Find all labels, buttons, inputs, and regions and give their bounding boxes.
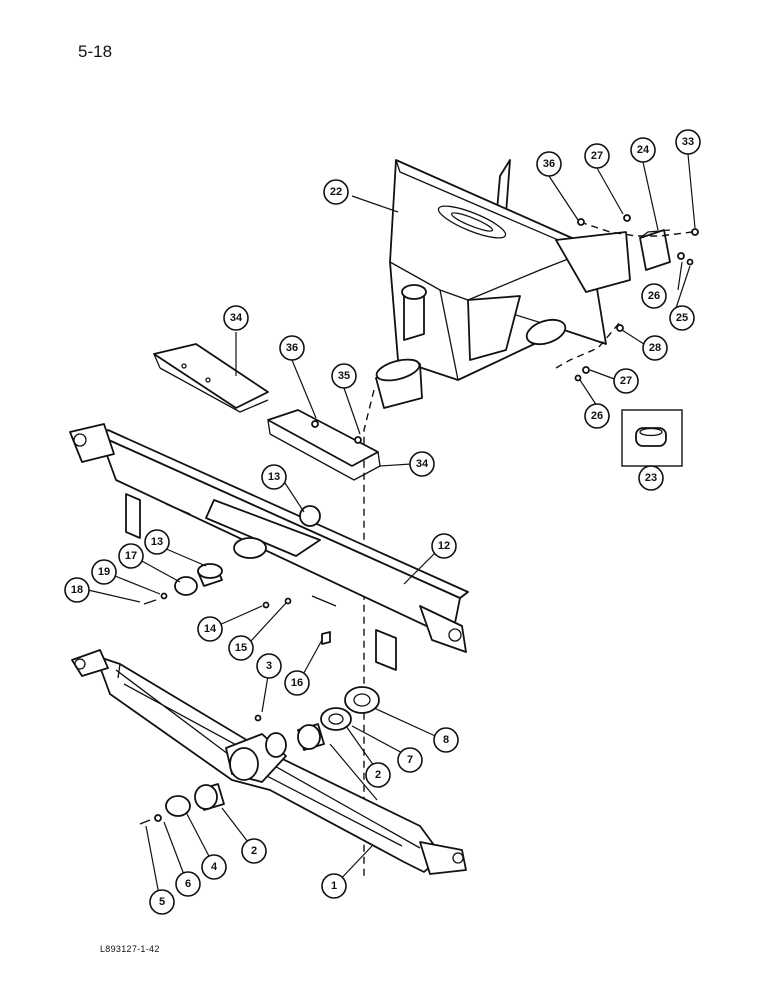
wear-pad-24 — [639, 229, 671, 271]
svg-text:13: 13 — [151, 536, 163, 548]
svg-text:1: 1 — [331, 880, 337, 892]
axle-1 — [71, 649, 467, 875]
callout-17[interactable]: 17 — [118, 543, 144, 569]
svg-text:36: 36 — [286, 342, 298, 354]
callout-8[interactable]: 8 — [433, 727, 459, 753]
callout-7[interactable]: 7 — [397, 747, 423, 773]
callout-25-lower[interactable]: 26 — [584, 403, 610, 429]
alignment-line-upper — [579, 221, 693, 237]
callout-24[interactable]: 24 — [630, 137, 656, 163]
svg-text:34: 34 — [416, 458, 429, 470]
svg-text:22: 22 — [330, 186, 342, 198]
svg-text:33: 33 — [682, 136, 694, 148]
callout-29[interactable]: 36 — [536, 151, 562, 177]
svg-text:35: 35 — [338, 370, 350, 382]
svg-text:12: 12 — [438, 540, 450, 552]
svg-text:28: 28 — [649, 342, 661, 354]
svg-text:24: 24 — [637, 144, 650, 156]
inset-box-23 — [621, 409, 683, 467]
callout-36[interactable]: 36 — [279, 335, 305, 361]
svg-text:16: 16 — [291, 677, 303, 689]
callout-16[interactable]: 16 — [284, 670, 310, 696]
svg-text:27: 27 — [620, 375, 632, 387]
callout-22[interactable]: 22 — [323, 179, 349, 205]
callout-27-lower[interactable]: 28 — [642, 335, 668, 361]
leader-lines — [87, 153, 696, 901]
svg-text:17: 17 — [125, 550, 137, 562]
callout-6[interactable]: 6 — [175, 871, 201, 897]
svg-text:3: 3 — [266, 660, 272, 672]
axle-bushings — [139, 686, 380, 825]
callout-33[interactable]: 34 — [223, 305, 249, 331]
svg-text:34: 34 — [230, 312, 243, 324]
main-frame-12 — [69, 423, 469, 671]
small-hardware — [574, 214, 699, 382]
svg-text:8: 8 — [443, 734, 449, 746]
callout-2-lower[interactable]: 2 — [241, 838, 267, 864]
frame-bushings — [143, 563, 331, 645]
svg-text:14: 14 — [204, 623, 217, 635]
wear-strip-33 — [153, 343, 269, 413]
callout-2-upper[interactable]: 2 — [365, 762, 391, 788]
svg-text:6: 6 — [185, 878, 191, 890]
callout-26-lower[interactable]: 27 — [613, 368, 639, 394]
pivot-bracket-22 — [375, 159, 631, 409]
svg-text:23: 23 — [645, 472, 657, 484]
page-number: 5-18 — [78, 42, 113, 61]
callout-28[interactable]: 33 — [675, 129, 701, 155]
callout-25-right[interactable]: 25 — [669, 305, 695, 331]
callout-5[interactable]: 5 — [149, 889, 175, 915]
alignment-line-vertical — [363, 389, 375, 880]
callout-19[interactable]: 19 — [91, 559, 117, 585]
svg-text:27: 27 — [591, 150, 603, 162]
callout-35[interactable]: 35 — [331, 363, 357, 389]
svg-text:26: 26 — [591, 410, 603, 422]
callout-34[interactable]: 34 — [409, 451, 435, 477]
svg-text:4: 4 — [211, 861, 218, 873]
figure-code: L893127-1-42 — [100, 944, 160, 954]
callout-13-lower[interactable]: 13 — [144, 529, 170, 555]
callout-12[interactable]: 12 — [431, 533, 457, 559]
svg-text:36: 36 — [543, 158, 555, 170]
svg-text:25: 25 — [676, 312, 688, 324]
svg-text:18: 18 — [71, 584, 83, 596]
callout-27-top[interactable]: 27 — [584, 143, 610, 169]
callout-23[interactable]: 23 — [638, 465, 664, 491]
callout-14[interactable]: 14 — [197, 616, 223, 642]
svg-text:15: 15 — [235, 642, 247, 654]
callout-1[interactable]: 1 — [321, 873, 347, 899]
svg-text:5: 5 — [159, 896, 165, 908]
callout-26-right[interactable]: 26 — [641, 283, 667, 309]
callout-3[interactable]: 3 — [256, 653, 282, 679]
callout-15[interactable]: 15 — [228, 635, 254, 661]
callout-18[interactable]: 18 — [64, 577, 90, 603]
callout-13-upper[interactable]: 13 — [261, 464, 287, 490]
svg-text:2: 2 — [251, 845, 257, 857]
svg-text:2: 2 — [375, 769, 381, 781]
wear-strip-34 — [267, 409, 381, 481]
callout-4[interactable]: 4 — [201, 854, 227, 880]
svg-text:26: 26 — [648, 290, 660, 302]
svg-text:7: 7 — [407, 754, 413, 766]
svg-text:13: 13 — [268, 471, 280, 483]
svg-text:19: 19 — [98, 566, 110, 578]
